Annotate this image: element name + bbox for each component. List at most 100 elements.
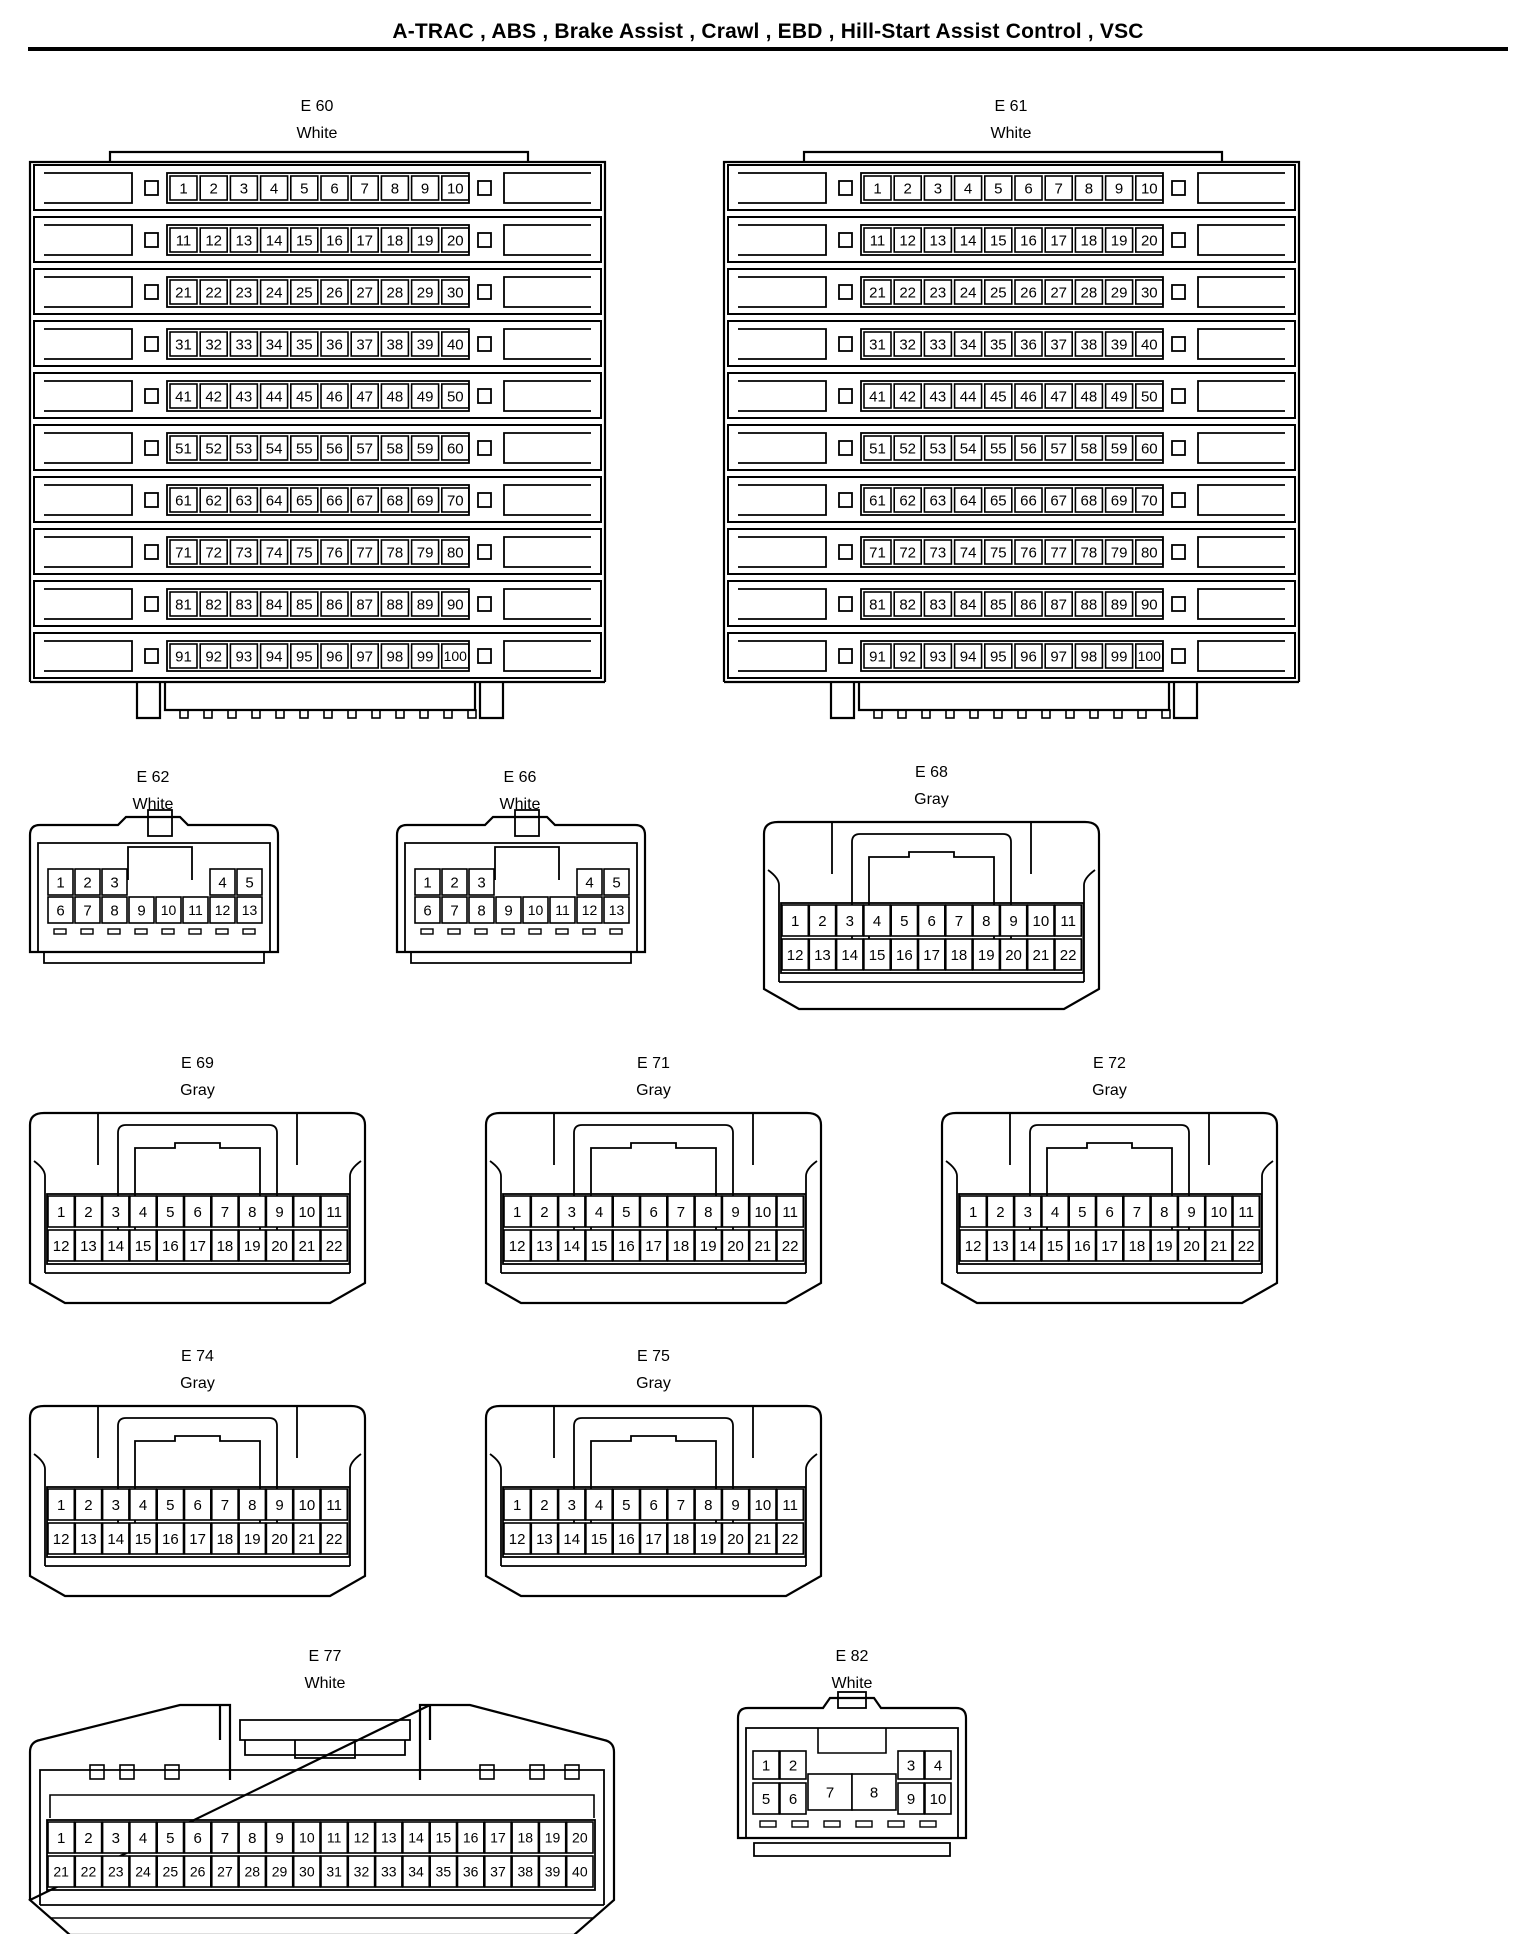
pin-number: 2 <box>540 1204 548 1221</box>
pin-number: 6 <box>193 1830 201 1847</box>
latch-square <box>144 232 159 248</box>
pin-cell <box>1135 435 1164 461</box>
housing-outline <box>97 1406 298 1458</box>
pin-number: 1 <box>513 1204 521 1221</box>
pin-cell <box>893 331 923 357</box>
pin-cell <box>953 487 983 513</box>
pin-number: 5 <box>166 1204 174 1221</box>
pin-number: 89 <box>1111 596 1128 613</box>
pin-cell <box>410 435 440 461</box>
pin-cell <box>320 435 349 461</box>
pin-cell <box>953 279 983 305</box>
housing-outline <box>49 1794 595 1818</box>
housing-outline <box>573 1417 734 1526</box>
pin-number: 56 <box>326 440 343 457</box>
pin-cell <box>835 938 864 971</box>
pin-cell <box>1104 331 1134 357</box>
pin-row <box>727 164 1296 211</box>
pin-number: 5 <box>622 1497 630 1514</box>
latch-square <box>838 336 853 352</box>
rib <box>791 1820 809 1828</box>
pin-cell <box>721 1488 750 1521</box>
pin-number: 9 <box>275 1204 283 1221</box>
pin-cell <box>923 175 953 201</box>
housing-outline <box>590 1142 717 1233</box>
pin-cell <box>183 1488 212 1521</box>
pin-cell <box>380 487 410 513</box>
pin-number: 58 <box>1081 440 1098 457</box>
key-notch <box>119 1764 135 1780</box>
pin-cell <box>129 1195 157 1228</box>
pin-cell <box>129 1488 157 1521</box>
housing-outline <box>28 160 607 682</box>
pin-number: 63 <box>930 492 947 509</box>
rib <box>323 709 333 719</box>
pin-number: 82 <box>899 596 916 613</box>
pin-number: 1 <box>969 1204 977 1221</box>
pin-cell <box>440 383 470 409</box>
pin-number: 21 <box>299 1531 316 1548</box>
pin-number: 14 <box>1019 1238 1036 1255</box>
pin-cell <box>549 896 576 924</box>
pin-cell <box>350 331 380 357</box>
pin-number: 28 <box>387 284 404 301</box>
pin-cell <box>863 175 892 201</box>
pin-number: 3 <box>907 1757 915 1774</box>
pin-cell <box>585 1229 614 1262</box>
pin-number: 33 <box>930 336 947 353</box>
pin-number: 16 <box>463 1830 479 1846</box>
pin-number: 15 <box>436 1830 452 1846</box>
pin-number: 15 <box>135 1238 152 1255</box>
pin-number: 97 <box>1050 648 1067 665</box>
pin-cell <box>169 487 198 513</box>
latch-square <box>1171 544 1186 560</box>
pin-number: 84 <box>960 596 977 613</box>
pin-number: 14 <box>841 947 858 964</box>
pin-cell <box>721 1522 750 1555</box>
pin-cell <box>585 1488 614 1521</box>
pin-cell <box>538 1821 567 1854</box>
pin-cell <box>1044 383 1073 409</box>
pin-number: 9 <box>275 1830 283 1847</box>
housing-outline <box>1197 276 1285 308</box>
pin-cell <box>155 896 182 924</box>
pin-cell <box>1150 1195 1179 1228</box>
pin-cell <box>1135 227 1164 253</box>
pin-cell <box>347 1855 376 1888</box>
connector-id: E 77 <box>308 1648 342 1665</box>
housing-outline <box>244 1740 406 1756</box>
pin-number: 15 <box>591 1531 608 1548</box>
pin-cell <box>199 227 228 253</box>
pin-number: 18 <box>673 1238 690 1255</box>
pin-cell <box>923 383 953 409</box>
pin-cell <box>666 1195 695 1228</box>
housing-outline <box>553 1406 754 1458</box>
housing-outline <box>503 172 591 204</box>
pin-cell <box>289 643 319 669</box>
pin-number: 7 <box>1055 180 1063 197</box>
pin-cell <box>350 487 380 513</box>
rib <box>1041 709 1051 719</box>
pin-number: 17 <box>356 232 373 249</box>
pin-number: 18 <box>217 1238 234 1255</box>
pin-number: 93 <box>930 648 947 665</box>
pin-cell <box>1044 591 1073 617</box>
housing-outline <box>108 150 530 162</box>
pin-cell <box>169 591 198 617</box>
pin-cell <box>183 1229 212 1262</box>
pin-cell <box>229 227 259 253</box>
pin-number: 3 <box>1024 1204 1032 1221</box>
pin-number: 8 <box>248 1830 256 1847</box>
pin-number: 27 <box>217 1864 233 1880</box>
pin-row <box>727 580 1296 627</box>
pin-cell <box>1026 938 1055 971</box>
pin-cell <box>410 591 440 617</box>
housing-outline <box>39 1769 605 1905</box>
latch-square <box>838 388 853 404</box>
rib <box>528 928 542 935</box>
pin-cell <box>983 539 1013 565</box>
pin-number: 16 <box>1074 1238 1091 1255</box>
pin-cell <box>953 643 983 669</box>
